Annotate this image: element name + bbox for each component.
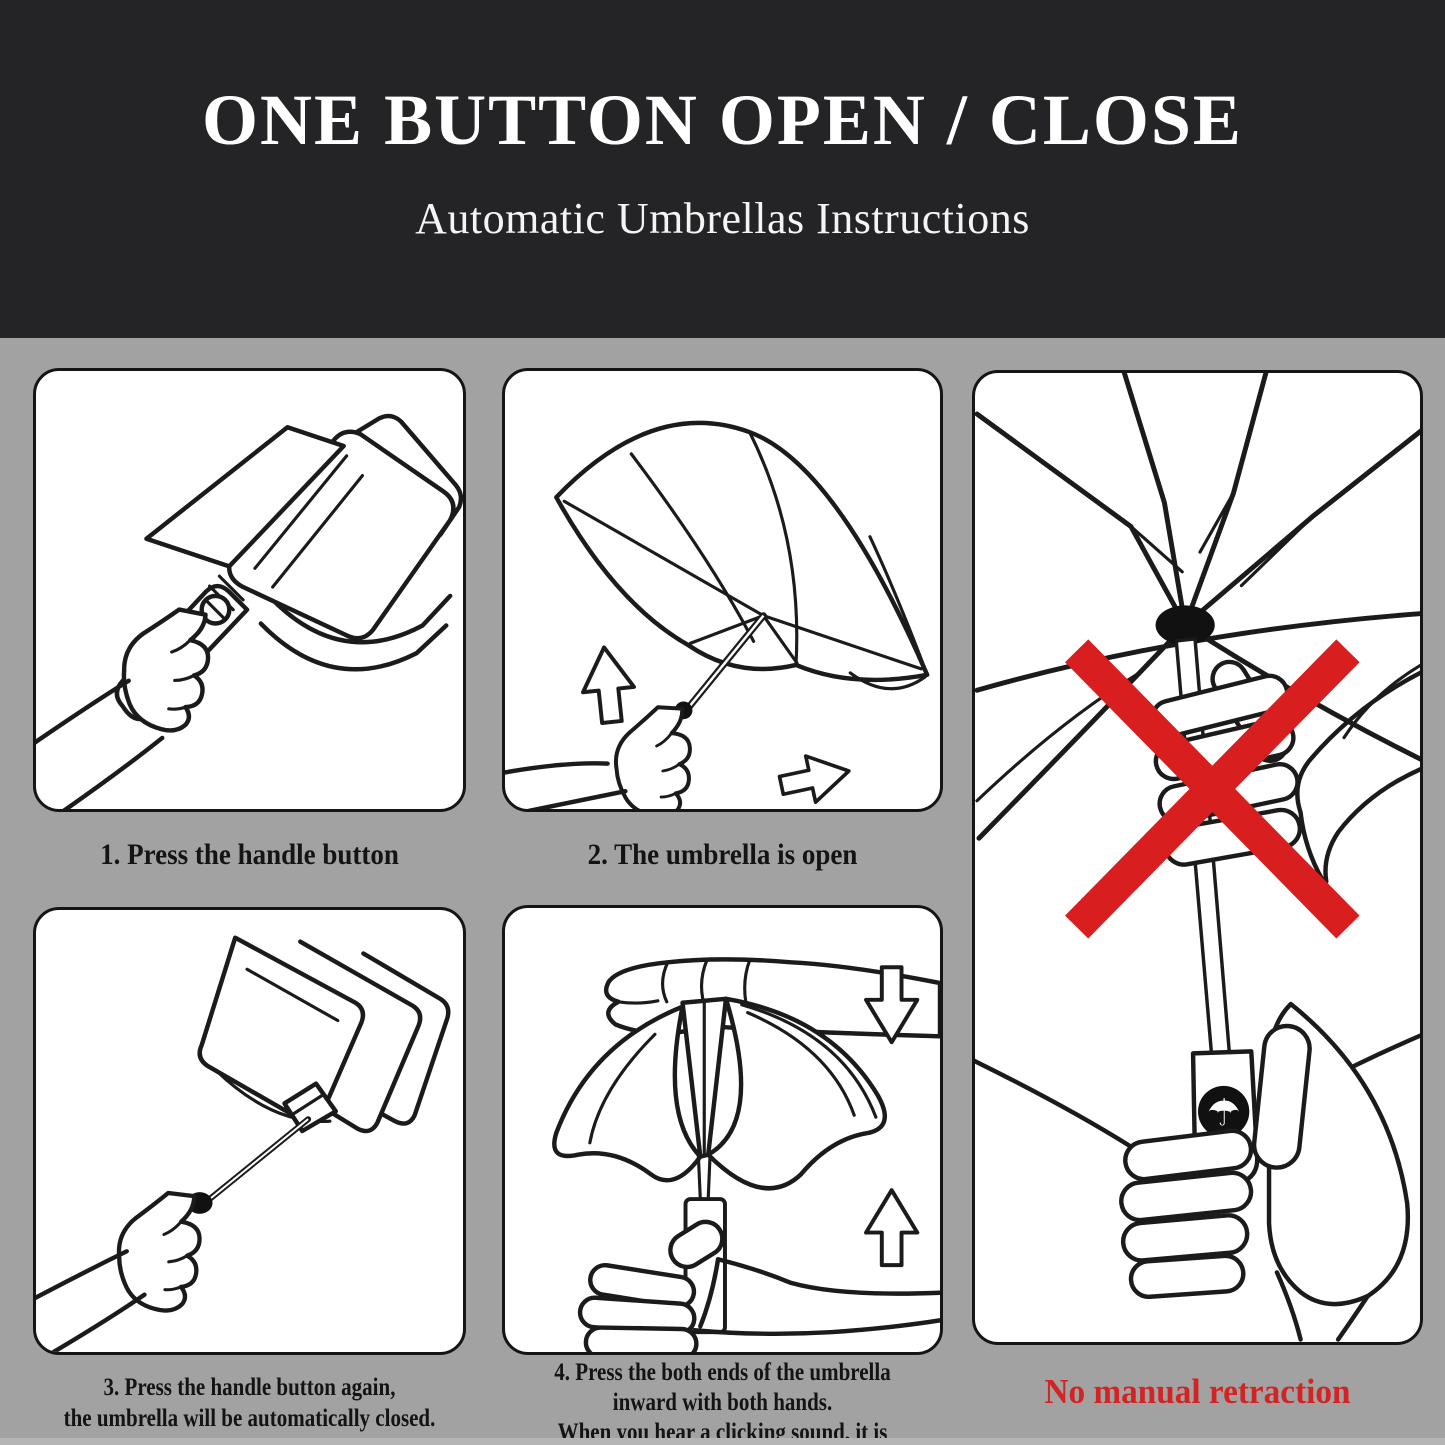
step2-caption: 2. The umbrella is open — [587, 838, 858, 871]
step3-caption-line1: 3. Press the handle button again, — [103, 1374, 396, 1401]
step1-caption: 1. Press the handle button — [100, 838, 399, 871]
bottom-strip — [0, 1438, 1445, 1445]
step2-illustration — [505, 420, 930, 809]
step1-illustration — [36, 413, 463, 809]
red-cross-icon — [1065, 639, 1360, 939]
down-arrow-icon — [864, 965, 920, 1045]
left-fold — [552, 1004, 703, 1183]
up-arrow-icon — [581, 645, 636, 725]
handle-button — [1197, 1085, 1250, 1138]
page-subtitle: Automatic Umbrellas Instructions — [415, 194, 1030, 243]
step4-caption-line1: 4. Press the both ends of the umbrella — [554, 1359, 891, 1386]
up-arrow-icon — [864, 1188, 920, 1268]
step4-caption: 4. Press the both ends of the umbrella i… — [520, 1358, 924, 1445]
warning-illustration: ☂ — [975, 373, 1420, 1342]
step4-panel: ☂ — [502, 905, 943, 1355]
step2-panel — [502, 368, 943, 812]
step1-panel — [33, 368, 466, 812]
warning-caption: No manual retraction — [1044, 1372, 1351, 1411]
pressing-hand — [116, 1190, 202, 1313]
page-title: ONE BUTTON OPEN / CLOSE — [202, 80, 1243, 160]
right-fold — [705, 996, 888, 1191]
header-band: ONE BUTTON OPEN / CLOSE Automatic Umbrel… — [0, 0, 1445, 338]
step3-panel — [33, 907, 466, 1355]
pressing-hand — [121, 607, 211, 733]
warning-panel: ☂ — [972, 370, 1423, 1345]
step4-illustration: ☂ — [552, 957, 940, 1352]
right-arrow-icon — [777, 754, 851, 805]
umbrella-icon: ☂ — [1207, 1090, 1241, 1134]
step3-caption: 3. Press the handle button again, the um… — [47, 1372, 453, 1434]
step3-illustration — [36, 935, 451, 1352]
holding-hand — [613, 705, 692, 809]
step3-caption-line2: the umbrella will be automatically close… — [63, 1405, 436, 1432]
umbrella-hub — [1155, 605, 1215, 645]
step4-caption-line2: inward with both hands. — [612, 1389, 833, 1416]
bottom-hand — [577, 1219, 940, 1352]
